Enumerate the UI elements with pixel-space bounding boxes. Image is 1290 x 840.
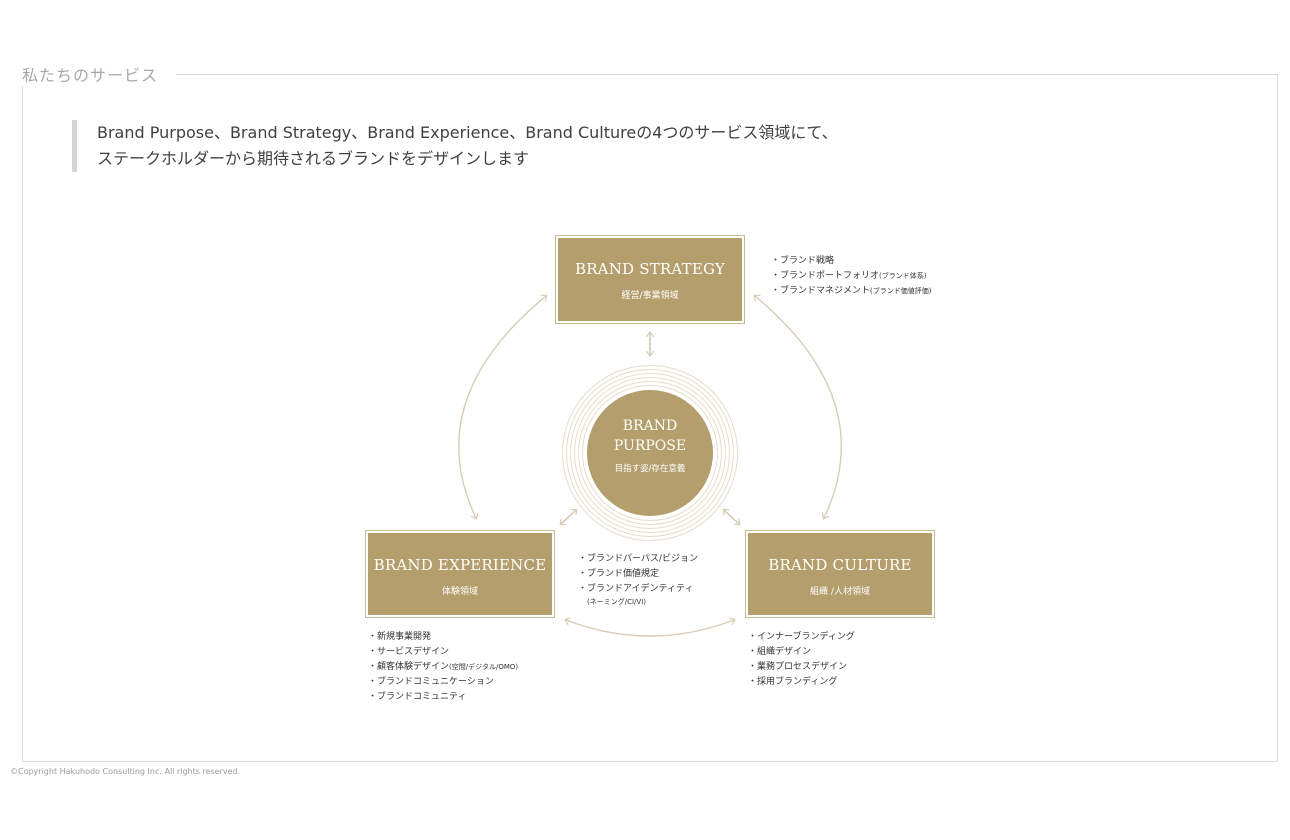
purpose-ring-inner <box>582 385 718 521</box>
brand-strategy-box: BRAND STRATEGY 経営/事業領域 <box>555 235 745 324</box>
brand-experience-box: BRAND EXPERIENCE 体験領域 <box>365 530 555 618</box>
purpose-ring <box>570 373 730 533</box>
purpose-ring <box>566 369 734 537</box>
list-item: ・採用ブランディング <box>748 677 838 687</box>
culture-service-list: ・インナーブランディング ・組織デザイン ・業務プロセスデザイン ・採用ブランデ… <box>748 630 855 690</box>
purpose-ring-outer <box>562 365 738 541</box>
arrow-strategy-experience <box>458 296 546 518</box>
brand-strategy-title: BRAND STRATEGY <box>574 260 726 278</box>
lead-line-1: Brand Purpose、Brand Strategy、Brand Exper… <box>97 123 838 142</box>
list-item: ・新規事業開発 <box>368 632 432 642</box>
list-item: ・ブランドアイデンティティ <box>578 584 694 594</box>
list-item: ・ブランド価値規定 <box>578 569 660 579</box>
list-item: ・顧客体験デザイン(空間/デジタル/OMO) <box>368 662 519 672</box>
brand-culture-title: BRAND CULTURE <box>768 556 912 574</box>
arrow-experience-culture <box>566 620 734 637</box>
list-item: ・ブランドポートフォリオ(ブランド体系) <box>771 271 927 281</box>
strategy-service-list: ・ブランド戦略 ・ブランドポートフォリオ(ブランド体系) ・ブランドマネジメント… <box>771 254 931 299</box>
content-frame <box>22 74 1278 762</box>
lead-line-2: ステークホルダーから期待されるブランドをデザインします <box>97 149 530 168</box>
brand-purpose-title-2: PURPOSE <box>613 438 687 454</box>
lead-text: Brand Purpose、Brand Strategy、Brand Exper… <box>72 120 1057 172</box>
brand-purpose-subtitle: 目指す姿/存在意義 <box>614 464 686 474</box>
brand-purpose-core: BRAND PURPOSE 目指す姿/存在意義 <box>587 390 713 516</box>
section-label: 私たちのサービス <box>22 66 177 86</box>
brand-purpose-circle: BRAND PURPOSE 目指す姿/存在意義 <box>562 365 738 541</box>
list-item: ・ブランドコミュニティ <box>368 692 467 702</box>
experience-service-list: ・新規事業開発 ・サービスデザイン ・顧客体験デザイン(空間/デジタル/OMO)… <box>368 630 518 705</box>
list-item: ・組織デザイン <box>748 647 812 657</box>
brand-experience-title: BRAND EXPERIENCE <box>373 556 547 574</box>
list-item: ・業務プロセスデザイン <box>748 662 848 672</box>
purpose-service-list: ・ブランドパーパス/ビジョン ・ブランド価値規定 ・ブランドアイデンティティ (… <box>578 552 698 607</box>
brand-strategy-subtitle: 経営/事業領域 <box>621 291 679 301</box>
purpose-ring <box>574 377 726 529</box>
arrow-strategy-culture <box>755 296 842 518</box>
brand-experience-subtitle: 体験領域 <box>441 587 478 597</box>
arrow-purpose-culture <box>724 510 739 524</box>
purpose-ring <box>578 381 722 525</box>
brand-purpose-title-1: BRAND <box>622 418 678 434</box>
arrow-purpose-experience <box>561 510 576 524</box>
list-item: ・ブランドコミュニケーション <box>368 677 494 687</box>
list-item: ・ブランドマネジメント(ブランド価値評価) <box>771 286 932 296</box>
brand-culture-subtitle: 組織 /人材領域 <box>810 587 870 597</box>
brand-culture-box: BRAND CULTURE 組織 /人材領域 <box>745 530 935 618</box>
list-item: (ネーミング/CI/VI) <box>587 598 646 606</box>
list-item: ・ブランドパーパス/ビジョン <box>578 554 698 564</box>
list-item: ・ブランド戦略 <box>771 256 835 266</box>
copyright-text: ©Copyright Hakuhodo Consulting Inc. All … <box>10 767 241 776</box>
list-item: ・サービスデザイン <box>368 647 450 657</box>
list-item: ・インナーブランディング <box>748 632 855 642</box>
